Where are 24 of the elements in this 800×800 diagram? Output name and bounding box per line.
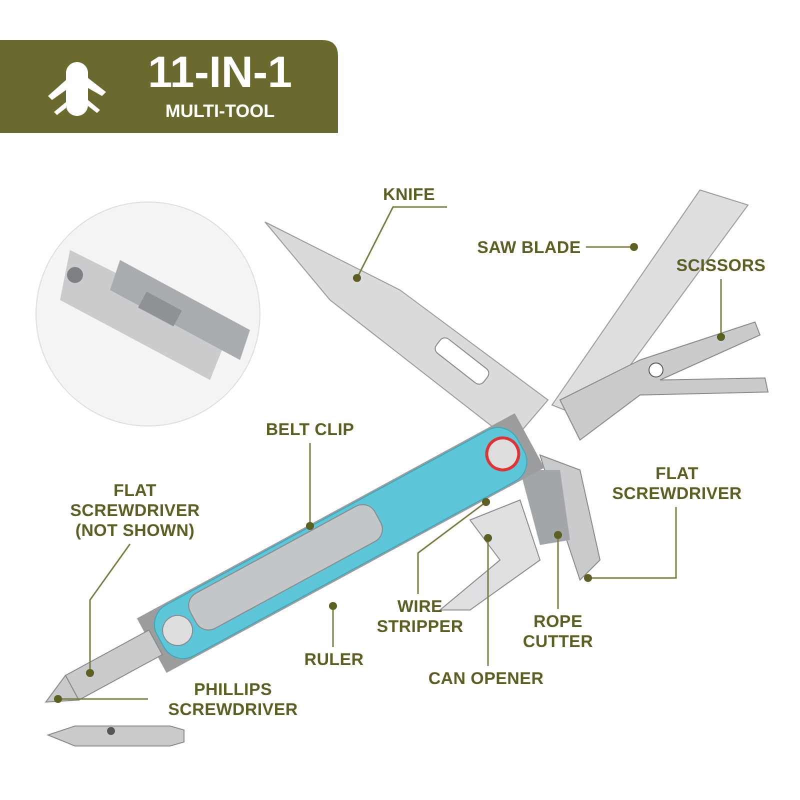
part-label: PHILLIPS SCREWDRIVER [153,680,313,720]
leader-line [716,279,726,342]
leader-line [54,694,148,704]
part-label: CAN OPENER [428,669,544,689]
part-label: BELT CLIP [266,420,354,440]
part-label: FLAT SCREWDRIVER [597,464,757,504]
leader-line [306,443,314,530]
part-label: RULER [304,650,364,670]
leader-line [417,498,490,594]
leader-line [554,530,562,609]
part-label: SCISSORS [676,256,766,276]
part-label: FLAT SCREWDRIVER (NOT SHOWN) [50,481,220,541]
part-label: KNIFE [383,185,435,205]
subtitle: MULTI-TOOL [164,100,276,123]
leader-line [352,206,447,282]
title: 11-IN-1 [146,50,294,96]
leader-line [586,242,638,252]
part-label: SAW BLADE [477,238,581,258]
leader-line [584,507,677,582]
part-label: ROPE CUTTER [508,612,608,652]
part-label: WIRE STRIPPER [365,597,475,637]
leader-line [86,544,131,678]
leader-line [484,534,492,666]
leader-line [328,602,338,647]
